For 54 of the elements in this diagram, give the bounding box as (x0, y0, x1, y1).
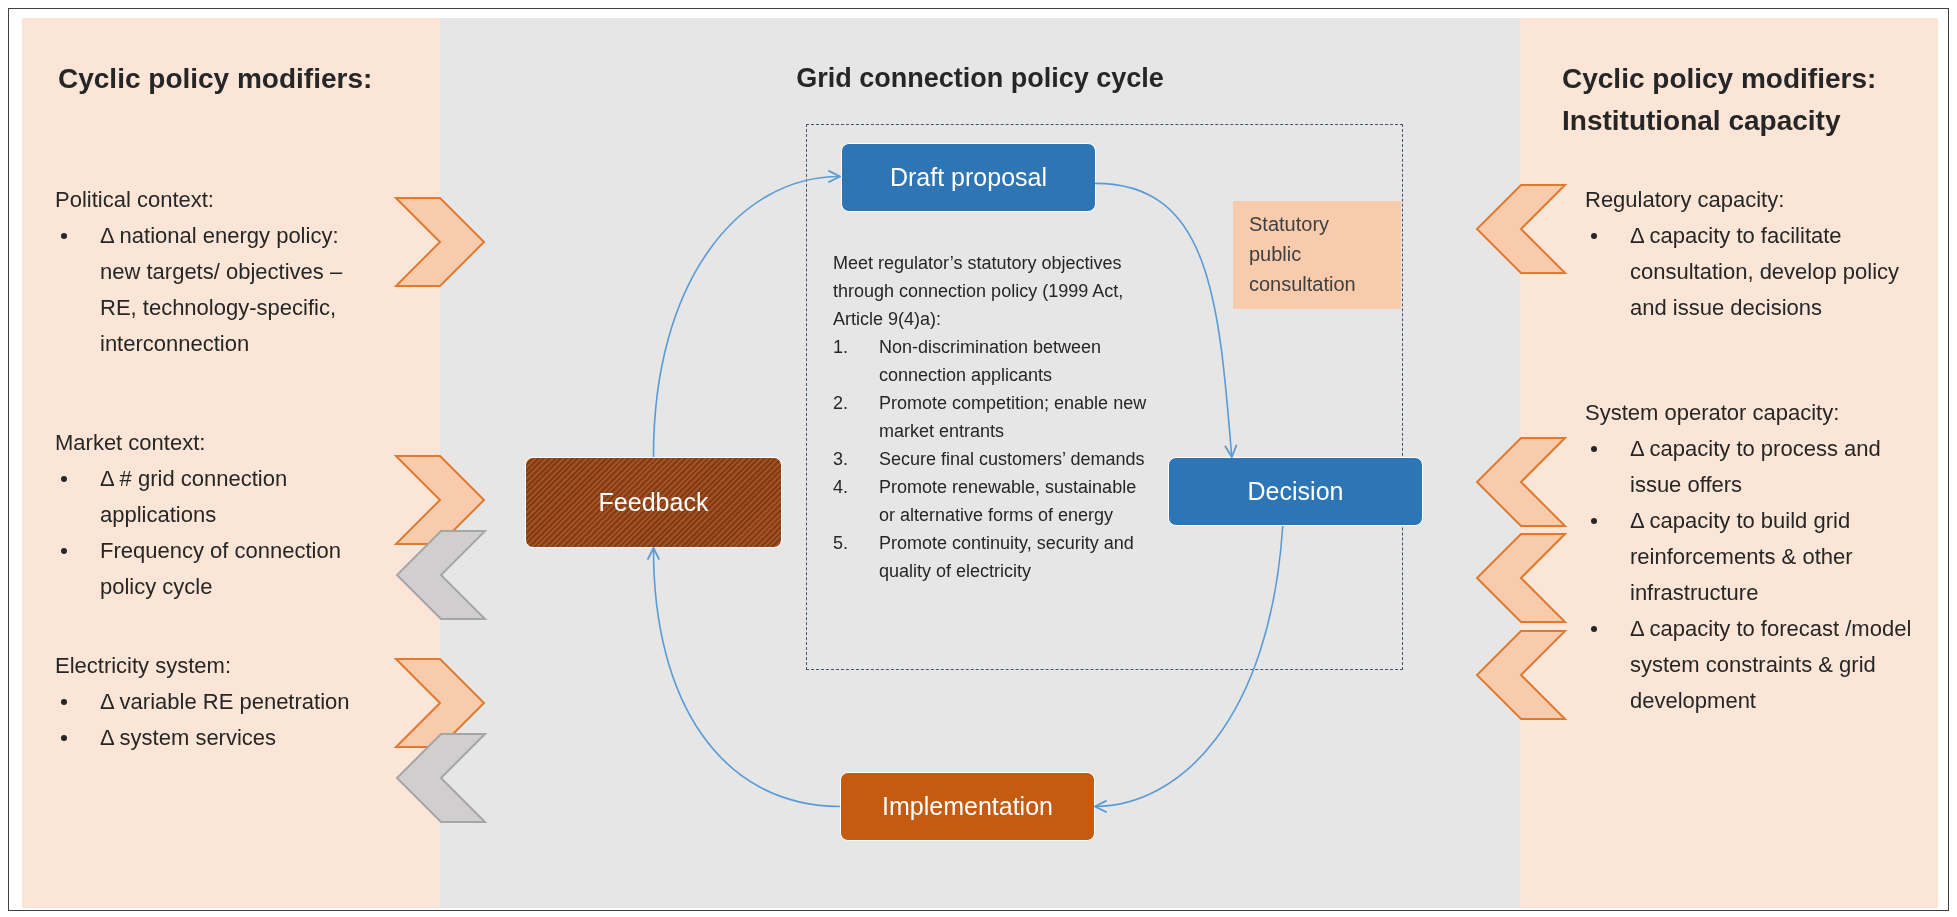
bullet-text: Δ # grid connection applications (100, 465, 289, 529)
box-label: Implementation (882, 790, 1053, 822)
chevron-arrow (1475, 437, 1568, 527)
intro-text: Meet regulator’s statutory objectives through connection policy (1999 Act, Article 9(4)a): (833, 252, 1125, 331)
list-item-text: Promote competition; enable new market entrants (879, 392, 1148, 443)
side-panel (1520, 18, 1938, 908)
chevron-arrow (395, 733, 488, 823)
chevron-arrow (393, 658, 486, 748)
bullet-text: Δ capacity to forecast /model system constraints & grid development (1630, 615, 1913, 715)
section-heading: System operator capacity: (1585, 399, 1841, 427)
box-label: Statutory public consultation (1249, 213, 1356, 295)
list-item-text: Secure final customers’ demands (879, 448, 1145, 471)
section-heading: Regulatory capacity: (1585, 186, 1786, 214)
bullet-text: Δ national energy policy: new targets/ objectives – RE, technology-specific, interconnection (100, 222, 344, 358)
arrow (647, 547, 841, 808)
bullet-text: Δ variable RE penetration (100, 688, 350, 716)
process-box (1168, 457, 1423, 526)
process-box (525, 457, 782, 548)
arrow (652, 170, 841, 458)
section-heading: Electricity system: (55, 652, 233, 680)
note-box (1233, 201, 1401, 309)
list-number: 3. (833, 449, 848, 469)
chevron-arrow (1475, 533, 1568, 623)
chevron-arrow (393, 455, 486, 545)
list-number: 1. (833, 337, 848, 357)
box-label: Decision (1247, 475, 1344, 507)
side-panel (22, 18, 440, 908)
chevron-arrow (1475, 184, 1568, 274)
list-item-text: Non-discrimination between connection applicants (879, 336, 1103, 387)
bullet-text: Δ capacity to process and issue offers (1630, 435, 1882, 499)
section-heading: Market context: (55, 429, 207, 457)
list-item-text: Promote renewable, sustainable or alternative forms of energy (879, 476, 1138, 527)
process-box (840, 772, 1095, 841)
bullet-text: Δ system services (100, 724, 277, 752)
arrow (1094, 182, 1238, 458)
box-label: Draft proposal (890, 161, 1047, 193)
arrow (1094, 525, 1284, 813)
list-number: 4. (833, 477, 848, 497)
list-item-text: Promote continuity, security and quality of electricity (879, 532, 1135, 583)
process-box (841, 143, 1096, 212)
bullet-text: Δ capacity to facilitate consultation, develop policy and issue decisions (1630, 222, 1901, 322)
panel-heading: Cyclic policy modifiers: Institutional capacity (1562, 62, 1878, 138)
chevron-arrow (393, 197, 486, 287)
bullet-text: Frequency of connection policy cycle (100, 537, 342, 601)
list-number: 2. (833, 393, 848, 413)
box-label: Feedback (598, 486, 709, 518)
section-heading: Political context: (55, 186, 215, 214)
panel-heading: Grid connection policy cycle (796, 62, 1164, 95)
list-number: 5. (833, 533, 848, 553)
bullet-text: Δ capacity to build grid reinforcements & other infrastructure (1630, 507, 1854, 607)
center-panel (440, 18, 1520, 908)
panel-heading: Cyclic policy modifiers: (58, 62, 374, 96)
chevron-arrow (1475, 630, 1568, 720)
chevron-arrow (395, 530, 488, 620)
